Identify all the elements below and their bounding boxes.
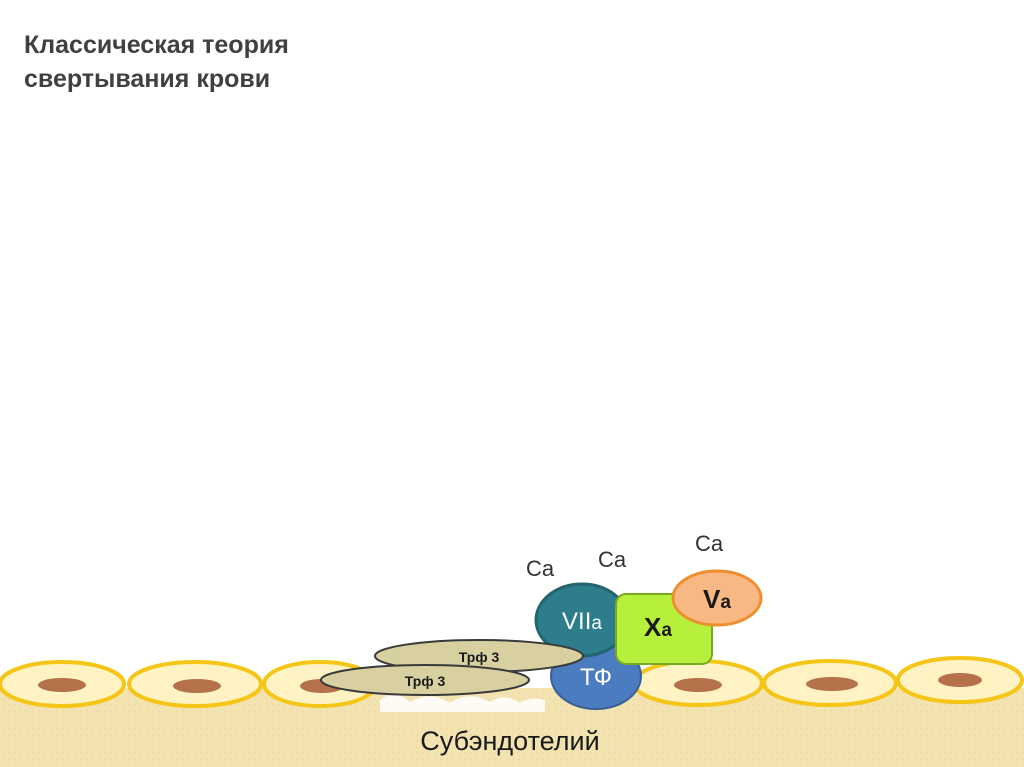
subendothelium-label: Субэндотелий xyxy=(420,726,599,756)
calcium-label: Ca xyxy=(598,547,627,572)
endothelial-cell xyxy=(764,661,896,705)
tissue-factor-label: ТФ xyxy=(580,664,612,691)
platelet-factor-3-label: Трф 3 xyxy=(405,673,446,689)
cell-nucleus xyxy=(806,677,858,691)
calcium-label: Ca xyxy=(695,531,724,556)
endothelial-cell xyxy=(0,662,124,706)
cell-nucleus xyxy=(173,679,221,693)
endothelial-cell xyxy=(129,662,261,706)
cell-nucleus xyxy=(674,678,722,692)
cell-nucleus xyxy=(938,673,982,687)
calcium-label: Ca xyxy=(526,556,555,581)
factor-viia-label: VIIa xyxy=(562,608,602,635)
endothelial-cell xyxy=(634,661,762,705)
endothelial-cell xyxy=(898,658,1022,702)
platelet-factor-3-label: Трф 3 xyxy=(459,649,500,665)
cell-nucleus xyxy=(38,678,86,692)
